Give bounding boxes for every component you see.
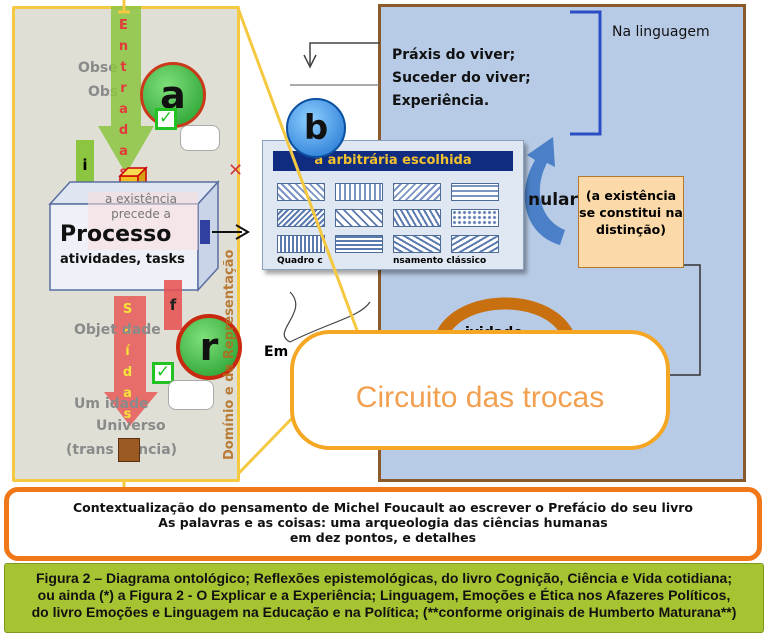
context-caption: Contextualização do pensamento de Michel…: [4, 487, 762, 561]
pattern-swatch: [451, 209, 499, 227]
universo-text-2: Universo: [96, 418, 166, 434]
pattern-swatch: [393, 183, 441, 201]
quadro-title: a arbitrária escolhida: [273, 151, 513, 171]
badge-r: r: [176, 314, 242, 380]
arrow-right-icon: [212, 224, 250, 240]
context-line: Contextualização do pensamento de Michel…: [72, 500, 693, 515]
i-label: i: [76, 140, 94, 190]
em-text: Em: [264, 344, 289, 360]
processo-title: Processo: [60, 222, 172, 247]
entradas-label: Entradas: [116, 18, 131, 186]
universo-text-1: Um idade: [74, 396, 149, 412]
pattern-swatch: [335, 183, 383, 201]
badge-b: b: [286, 98, 346, 158]
brown-arc: [435, 297, 575, 335]
f-label: f: [164, 280, 182, 330]
checkbox-icon: ✓: [155, 108, 177, 130]
figure-caption-line: ou ainda (*) a Figura 2 - O Explicar e a…: [37, 587, 731, 603]
pattern-swatch: [335, 209, 383, 227]
speech-bubble: [180, 125, 220, 151]
quadro-classico: a arbitrária escolhida Quadro c nsamento…: [262, 140, 524, 270]
pattern-swatch: [451, 235, 499, 253]
praxis-list: Práxis do viver; Suceder do viver; Exper…: [392, 44, 531, 113]
praxis-line: Experiência.: [392, 93, 490, 109]
praxis-line: Suceder do viver;: [392, 70, 531, 86]
nular-text: nular: [528, 190, 578, 210]
processo-subtitle: atividades, tasks: [60, 252, 185, 267]
pattern-swatch: [335, 235, 383, 253]
figure-caption-line: Figura 2 – Diagrama ontológico; Reflexõe…: [35, 570, 732, 586]
distinction-note-text: (a existência se constitui na distinção): [579, 188, 683, 237]
brace-lines: [283, 291, 371, 343]
pattern-swatch: [451, 183, 499, 201]
observ-text-2: Obs: [88, 84, 119, 100]
na-linguagem-label: Na linguagem: [612, 24, 710, 40]
speech-bubble: [168, 380, 214, 410]
callout-text: Circuito das trocas: [355, 381, 605, 414]
distinction-note: (a existência se constitui na distinção): [578, 176, 684, 268]
figure-caption-line: do livro Emoções e Linguagem na Educação…: [31, 604, 737, 620]
cycle-arrow-icon: [524, 137, 565, 245]
brown-cube-icon: [118, 438, 140, 462]
existencia-text: a existência precede a: [104, 192, 177, 221]
quadro-caption-right: nsamento clássico: [393, 256, 487, 266]
pattern-swatch: [277, 183, 325, 201]
circuito-callout: Circuito das trocas: [290, 330, 670, 450]
objetividade-text: Objet dade: [74, 322, 161, 338]
context-line: em dez pontos, e detalhes: [289, 530, 477, 545]
existencia-box: [88, 192, 198, 250]
checkbox-icon: ✓: [152, 362, 174, 384]
pattern-swatch: [393, 209, 441, 227]
context-line: As palavras e as coisas: uma arqueologia…: [158, 515, 608, 530]
bracket: [570, 10, 602, 136]
entradas-arrow-icon: [98, 6, 154, 174]
saidas-label: Saídas: [120, 302, 135, 428]
quadro-caption-left: Quadro c: [277, 256, 323, 266]
figure-caption: Figura 2 – Diagrama ontológico; Reflexõe…: [4, 563, 764, 633]
process-side-mark: [200, 220, 210, 244]
observ-text-1: Obse: [78, 60, 118, 76]
pattern-swatch: [393, 235, 441, 253]
close-mark-icon: ✕: [228, 160, 244, 181]
saidas-arrow-icon: [104, 296, 158, 426]
praxis-line: Práxis do viver;: [392, 47, 516, 63]
